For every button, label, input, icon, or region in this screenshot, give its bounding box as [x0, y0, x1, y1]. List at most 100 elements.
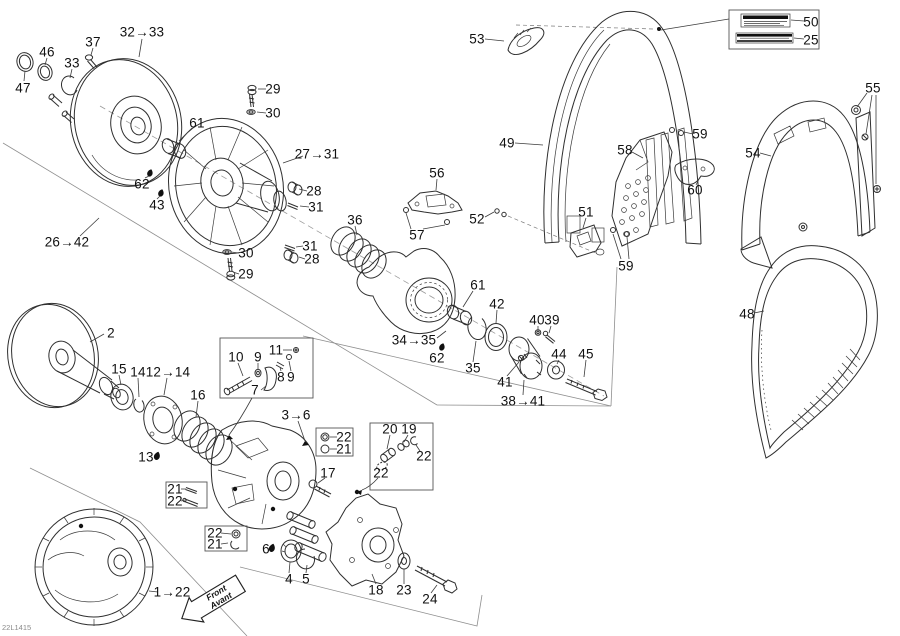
callout-42: 42: [489, 297, 504, 312]
callout-53: 53: [469, 32, 484, 47]
callout-33: 33: [64, 56, 79, 71]
belt-cogs: [791, 348, 861, 431]
callout-26-42: 26→42: [45, 235, 90, 250]
decal-box: [728, 9, 820, 50]
grease-droplet-icons: [147, 169, 445, 552]
callout-61: 61: [189, 116, 204, 131]
mounting-studs: [48, 93, 75, 123]
circlip-5: [295, 548, 316, 570]
spring-16: [173, 410, 233, 466]
callout-7: 7: [251, 383, 259, 398]
callout-31: 31: [308, 200, 323, 215]
callout-60: 60: [687, 183, 702, 198]
callout-44: 44: [551, 347, 567, 362]
mounting-dash-line: [507, 215, 599, 255]
callout-30: 30: [265, 106, 280, 121]
callout-19: 19: [401, 422, 416, 437]
doc-code: 22L1415: [2, 623, 31, 632]
callout-21: 21: [207, 537, 222, 552]
callout-59: 59: [618, 259, 633, 274]
callout-23: 23: [396, 583, 411, 598]
callout-38-41: 38→41: [501, 394, 546, 409]
callout-15: 15: [111, 362, 126, 377]
grease-droplet-icon: [268, 543, 275, 552]
screws-59-bottom: [610, 227, 630, 237]
callout-59: 59: [692, 127, 707, 142]
grease-droplet-icon: [158, 189, 164, 197]
callout-37: 37: [85, 35, 100, 50]
circlip-14: [133, 398, 145, 413]
callout-18: 18: [368, 583, 383, 598]
callout-39: 39: [544, 313, 559, 328]
screws-52: [494, 208, 507, 218]
bearing-15: [110, 383, 134, 411]
callout-12-14: 12→14: [146, 365, 191, 380]
coupler-38-41: [508, 336, 543, 380]
callout-5: 5: [302, 572, 310, 587]
callout-13: 13: [138, 450, 153, 465]
callout-25: 25: [803, 33, 818, 48]
grease-droplet-icon: [153, 451, 160, 460]
housing-studs: [286, 511, 327, 562]
callout-8: 8: [277, 370, 285, 385]
callout-34-35: 34→35: [392, 333, 437, 348]
callout-28: 28: [304, 252, 319, 267]
callout-30: 30: [238, 246, 253, 261]
routing-decal-25: [735, 32, 794, 44]
ring-33: [60, 75, 78, 96]
callout-51: 51: [578, 205, 593, 220]
screws-57: [403, 207, 450, 225]
group-boundary-lines: [2, 142, 618, 636]
callout-58: 58: [617, 143, 632, 158]
grease-droplet-icon: [439, 343, 445, 351]
callout-29: 29: [265, 82, 280, 97]
ring-35: [467, 316, 487, 340]
callout-47: 47: [15, 81, 30, 96]
fasteners-55: [851, 105, 881, 193]
bolt-29-top: [247, 84, 257, 108]
callout-4: 4: [285, 572, 293, 587]
roller-28-bottom: [283, 249, 299, 264]
clutch-housing-3-6: [210, 420, 317, 530]
screw-37: [84, 54, 98, 69]
callout-17: 17: [320, 466, 335, 481]
callout-62: 62: [429, 351, 444, 366]
callout-21: 21: [167, 482, 182, 497]
callout-11: 11: [269, 343, 283, 358]
callout-16: 16: [190, 388, 205, 403]
callout-1-22: 1→22: [154, 585, 191, 600]
inset-roller-kit: [369, 422, 434, 491]
callout-32-33: 32→33: [120, 25, 165, 40]
callout-22: 22: [167, 494, 182, 509]
oring-47: [16, 52, 34, 72]
guard-pad-53: [507, 27, 545, 55]
callout-20: 20: [382, 422, 397, 437]
bushing-61-top: [161, 138, 187, 159]
warning-decal-50: [740, 13, 791, 28]
deflector-54: [740, 100, 876, 269]
callout-10: 10: [228, 350, 243, 365]
callout-50: 50: [803, 15, 818, 30]
explosion-axis-line: [99, 105, 605, 397]
callout-48: 48: [739, 307, 754, 322]
spider-18: [325, 493, 405, 587]
callout-35: 35: [465, 361, 480, 376]
fixed-sheave-32-33: [69, 58, 183, 187]
belt-guard-49: [543, 10, 702, 245]
callout-22: 22: [416, 449, 431, 464]
pin-31-top: [287, 202, 299, 210]
retainer-plate-12-14: [143, 395, 183, 445]
callout-14: 14: [130, 365, 146, 380]
decal-position-dash-line: [515, 24, 655, 30]
decal-location-dot: [657, 27, 661, 31]
callout-54: 54: [745, 146, 761, 161]
bolt-24: [414, 565, 458, 594]
callout-28: 28: [306, 184, 321, 199]
callout-62: 62: [134, 177, 149, 192]
roller-28-top: [287, 181, 303, 196]
bracket-58: [611, 131, 673, 247]
screws-59-top: [669, 127, 684, 136]
callout-43: 43: [149, 198, 164, 213]
bracket-60: [674, 158, 715, 185]
